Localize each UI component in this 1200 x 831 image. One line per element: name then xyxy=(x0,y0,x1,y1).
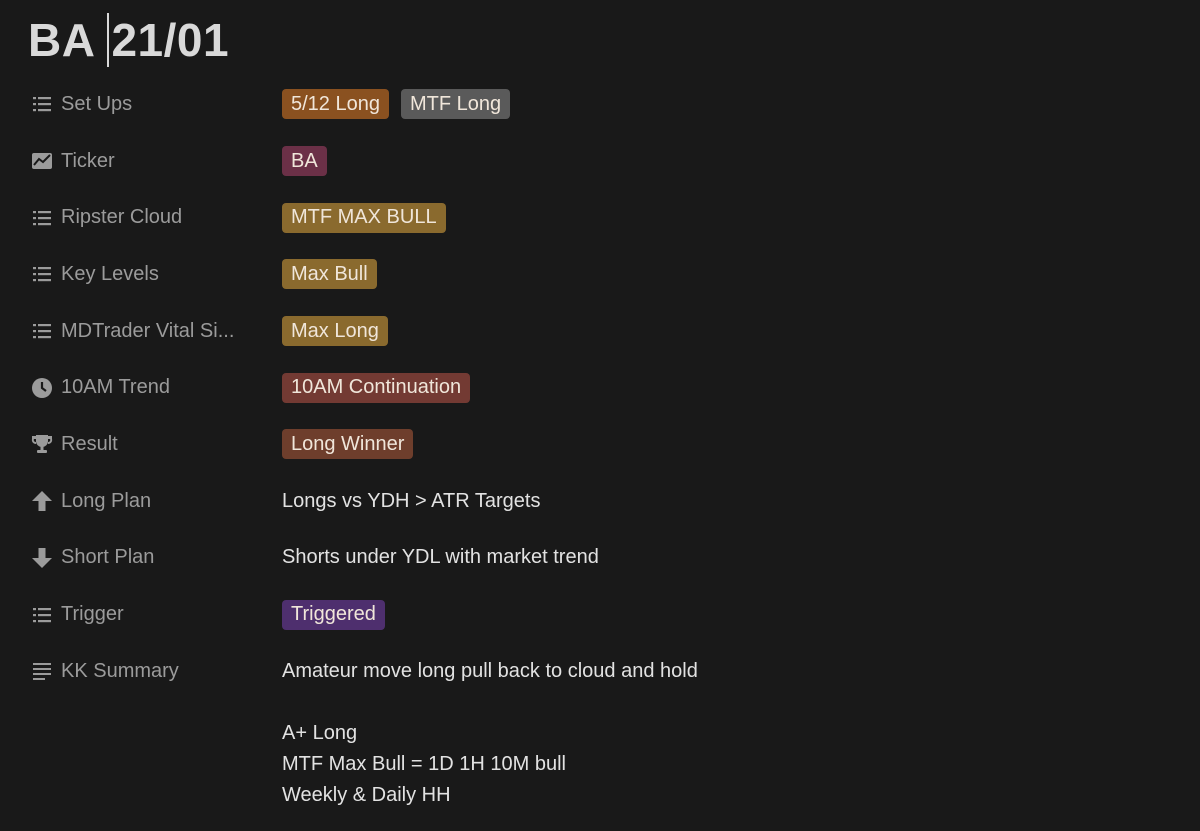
property-name-long-plan[interactable]: Long Plan xyxy=(30,473,282,530)
property-row-ripster-cloud: Ripster Cloud MTF MAX BULL xyxy=(30,189,1170,246)
page-title-part1[interactable]: BA xyxy=(28,14,96,66)
property-label: MDTrader Vital Si... xyxy=(61,319,235,342)
property-label: Key Levels xyxy=(61,262,159,285)
tag-max-long[interactable]: Max Long xyxy=(282,316,388,347)
property-name-kk-summary[interactable]: KK Summary xyxy=(30,643,282,700)
tag-5-12-long[interactable]: 5/12 Long xyxy=(282,89,389,120)
text-value-long-plan: Longs vs YDH > ATR Targets xyxy=(282,489,541,512)
property-name-trigger[interactable]: Trigger xyxy=(30,586,282,643)
property-value-10am-trend[interactable]: 10AM Continuation xyxy=(282,359,471,416)
chart-icon xyxy=(30,149,54,173)
tag-max-bull[interactable]: Max Bull xyxy=(282,259,377,290)
tag-triggered[interactable]: Triggered xyxy=(282,599,385,630)
arrow-down-icon xyxy=(30,546,54,570)
list-icon xyxy=(30,603,54,627)
property-name-set-ups[interactable]: Set Ups xyxy=(30,76,282,133)
summary-line: Weekly & Daily HH xyxy=(282,784,451,806)
property-value-ripster-cloud[interactable]: MTF MAX BULL xyxy=(282,189,446,246)
tag-long-winner[interactable]: Long Winner xyxy=(282,429,414,460)
property-name-ticker[interactable]: Ticker xyxy=(30,133,282,190)
property-name-short-plan[interactable]: Short Plan xyxy=(30,530,282,587)
list-icon xyxy=(30,262,54,286)
property-row-10am-trend: 10AM Trend 10AM Continuation xyxy=(30,359,1170,416)
property-row-short-plan: Short Plan Shorts under YDL with market t… xyxy=(30,530,1170,587)
property-name-result[interactable]: Result xyxy=(30,416,282,473)
kk-summary-text[interactable]: Amateur move long pull back to cloud and… xyxy=(282,656,698,811)
clock-icon xyxy=(30,376,54,400)
tag-mtf-max-bull[interactable]: MTF MAX BULL xyxy=(282,202,446,233)
property-label: Set Ups xyxy=(61,92,133,115)
property-label: Result xyxy=(61,432,118,455)
property-row-result: Result Long Winner xyxy=(30,416,1170,473)
arrow-up-icon xyxy=(30,489,54,513)
trophy-icon xyxy=(30,432,54,456)
property-value-short-plan[interactable]: Shorts under YDL with market trend xyxy=(282,530,599,587)
property-value-mdtrader-vital-si[interactable]: Max Long xyxy=(282,303,388,360)
property-value-long-plan[interactable]: Longs vs YDH > ATR Targets xyxy=(282,473,540,530)
tag-mtf-long[interactable]: MTF Long xyxy=(400,89,511,120)
property-value-set-ups[interactable]: 5/12 Long MTF Long xyxy=(282,76,511,133)
property-row-kk-summary: KK Summary xyxy=(30,643,1170,700)
property-value-key-levels[interactable]: Max Bull xyxy=(282,246,377,303)
summary-line: A+ Long xyxy=(282,722,358,744)
summary-line xyxy=(282,687,698,718)
property-name-key-levels[interactable]: Key Levels xyxy=(30,246,282,303)
summary-line: Amateur move long pull back to cloud and… xyxy=(282,660,698,682)
property-label: Short Plan xyxy=(61,546,155,569)
property-label: Ticker xyxy=(61,149,115,172)
property-value-ticker[interactable]: BA xyxy=(282,133,327,190)
property-label: Ripster Cloud xyxy=(61,206,183,229)
property-label: 10AM Trend xyxy=(61,376,170,399)
page-title[interactable]: BA 21/01 xyxy=(28,10,229,70)
tag-ba[interactable]: BA xyxy=(282,146,327,177)
property-row-mdtrader-vital-si: MDTrader Vital Si... Max Long xyxy=(30,303,1170,360)
property-label: Long Plan xyxy=(61,489,152,512)
text-lines-icon xyxy=(30,659,54,683)
property-name-ripster-cloud[interactable]: Ripster Cloud xyxy=(30,189,282,246)
text-caret xyxy=(107,13,110,67)
list-icon xyxy=(30,92,54,116)
page-title-part2[interactable]: 21/01 xyxy=(111,14,230,66)
property-name-10am-trend[interactable]: 10AM Trend xyxy=(30,359,282,416)
list-icon xyxy=(30,206,54,230)
list-icon xyxy=(30,319,54,343)
property-value-result[interactable]: Long Winner xyxy=(282,416,414,473)
tag-10am-continuation[interactable]: 10AM Continuation xyxy=(282,372,471,403)
property-label: KK Summary xyxy=(61,659,179,682)
property-row-trigger: Trigger Triggered xyxy=(30,586,1170,643)
property-label: Trigger xyxy=(61,603,124,626)
property-row-long-plan: Long Plan Longs vs YDH > ATR Targets xyxy=(30,473,1170,530)
summary-line: MTF Max Bull = 1D 1H 10M bull xyxy=(282,753,566,775)
property-row-ticker: Ticker BA xyxy=(30,133,1170,190)
text-value-short-plan: Shorts under YDL with market trend xyxy=(282,546,599,569)
property-value-trigger[interactable]: Triggered xyxy=(282,586,385,643)
property-row-key-levels: Key Levels Max Bull xyxy=(30,246,1170,303)
property-row-set-ups: Set Ups 5/12 Long MTF Long xyxy=(30,76,1170,133)
property-name-mdtrader-vital-si[interactable]: MDTrader Vital Si... xyxy=(30,303,282,360)
